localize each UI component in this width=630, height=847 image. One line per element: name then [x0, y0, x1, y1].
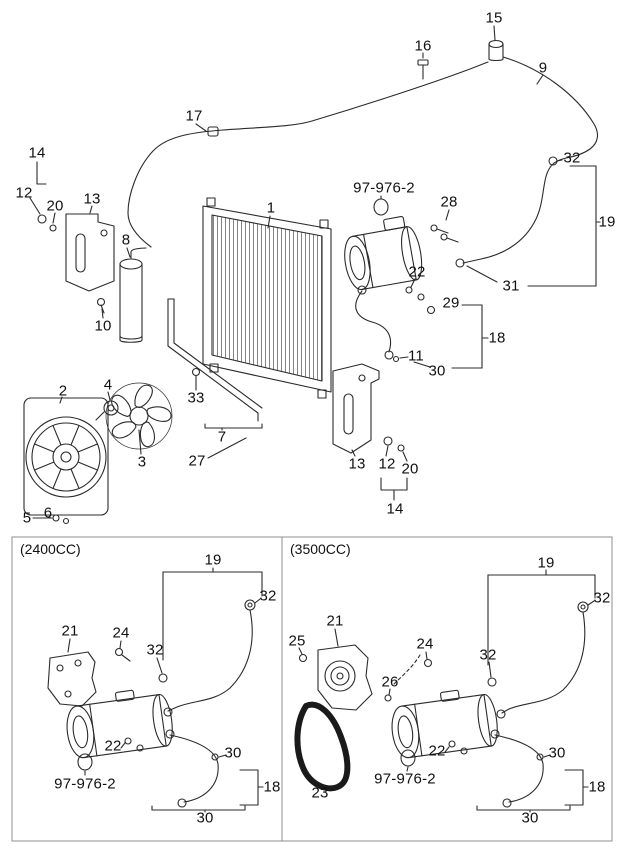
- hardware-28-22-29: [405, 209, 459, 315]
- callout-7[interactable]: 7: [217, 428, 227, 446]
- callout-19[interactable]: 19: [537, 554, 555, 572]
- callout-5[interactable]: 5: [22, 509, 32, 527]
- fasteners-5-6: [32, 514, 70, 525]
- callout-30[interactable]: 30: [548, 744, 566, 762]
- callout-25[interactable]: 25: [288, 632, 306, 650]
- callout-17[interactable]: 17: [185, 107, 203, 125]
- callout-9[interactable]: 9: [538, 59, 548, 77]
- callout-6[interactable]: 6: [43, 504, 53, 522]
- callout-18[interactable]: 18: [263, 778, 281, 796]
- callout-24[interactable]: 24: [416, 635, 434, 653]
- mounting-bracket-13-right: [332, 363, 408, 501]
- hardware-12-20-left: [29, 161, 57, 232]
- callout-32[interactable]: 32: [146, 641, 164, 659]
- callout-30[interactable]: 30: [224, 744, 242, 762]
- fan-shroud: [23, 396, 109, 516]
- callout-12[interactable]: 12: [15, 184, 33, 202]
- callout-32[interactable]: 32: [259, 587, 277, 605]
- callout-15[interactable]: 15: [485, 9, 503, 27]
- compressor-main: [344, 195, 423, 291]
- bolt-16: [417, 52, 429, 80]
- callout-26[interactable]: 26: [381, 673, 399, 691]
- callout-13[interactable]: 13: [348, 455, 366, 473]
- condenser: [202, 197, 332, 399]
- callout-18[interactable]: 18: [588, 778, 606, 796]
- callout-18[interactable]: 18: [488, 329, 506, 347]
- callout-97-976-2[interactable]: 97-976-2: [54, 775, 116, 793]
- callout-14[interactable]: 14: [386, 500, 404, 518]
- callout-22[interactable]: 22: [428, 742, 446, 760]
- callout-24[interactable]: 24: [112, 624, 130, 642]
- callout-27[interactable]: 27: [188, 452, 206, 470]
- callout-32[interactable]: 32: [479, 646, 497, 664]
- callout-19[interactable]: 19: [204, 551, 222, 569]
- callout-97-976-2[interactable]: 97-976-2: [374, 770, 436, 788]
- callout-30[interactable]: 30: [428, 362, 446, 380]
- callout-22[interactable]: 22: [408, 263, 426, 281]
- callout-4[interactable]: 4: [103, 376, 113, 394]
- panel-2400cc-border: [11, 536, 283, 842]
- callout-32[interactable]: 32: [593, 589, 611, 607]
- callout-3[interactable]: 3: [137, 453, 147, 471]
- callout-97-976-2[interactable]: 97-976-2: [353, 179, 415, 197]
- callout-19[interactable]: 19: [598, 213, 616, 231]
- callout-29[interactable]: 29: [442, 294, 460, 312]
- hose-30-main: [355, 285, 431, 368]
- callout-20[interactable]: 20: [46, 197, 64, 215]
- callout-33[interactable]: 33: [187, 389, 205, 407]
- callout-16[interactable]: 16: [414, 37, 432, 55]
- callout-30[interactable]: 30: [196, 809, 214, 827]
- panel-title-2400cc: (2400CC): [20, 541, 81, 557]
- fan-blade: [105, 382, 173, 455]
- callout-21[interactable]: 21: [61, 622, 79, 640]
- callout-brackets-right: [451, 165, 601, 369]
- callout-8[interactable]: 8: [121, 231, 131, 249]
- panel-3500cc-art: [294, 569, 596, 813]
- mounting-bracket-13-left: [65, 205, 115, 292]
- callout-1[interactable]: 1: [266, 199, 276, 217]
- pipe-9: [455, 56, 599, 268]
- panel-2400cc-art: [47, 567, 264, 813]
- bolt-10: [96, 297, 106, 319]
- callout-22[interactable]: 22: [104, 737, 122, 755]
- callout-21[interactable]: 21: [326, 612, 344, 630]
- engine-variant-panels: [11, 536, 613, 842]
- callout-28[interactable]: 28: [440, 193, 458, 211]
- valve-cap-15: [488, 25, 504, 62]
- callout-2[interactable]: 2: [58, 382, 68, 400]
- panel-title-3500cc: (3500CC): [290, 541, 351, 557]
- callout-11[interactable]: 11: [408, 347, 424, 365]
- callout-14[interactable]: 14: [28, 144, 46, 162]
- callout-20[interactable]: 20: [401, 460, 419, 478]
- callout-23[interactable]: 23: [311, 784, 329, 802]
- callout-12[interactable]: 12: [378, 455, 396, 473]
- pipe-17: [127, 61, 489, 248]
- callout-13[interactable]: 13: [83, 190, 101, 208]
- support-frame-7: [167, 298, 263, 459]
- callout-30[interactable]: 30: [521, 809, 539, 827]
- callout-32[interactable]: 32: [563, 149, 581, 167]
- receiver-drier: [119, 247, 147, 343]
- callout-31[interactable]: 31: [502, 277, 520, 295]
- panel-3500cc-border: [281, 536, 613, 842]
- drive-belt: [294, 701, 351, 792]
- callout-10[interactable]: 10: [94, 317, 112, 335]
